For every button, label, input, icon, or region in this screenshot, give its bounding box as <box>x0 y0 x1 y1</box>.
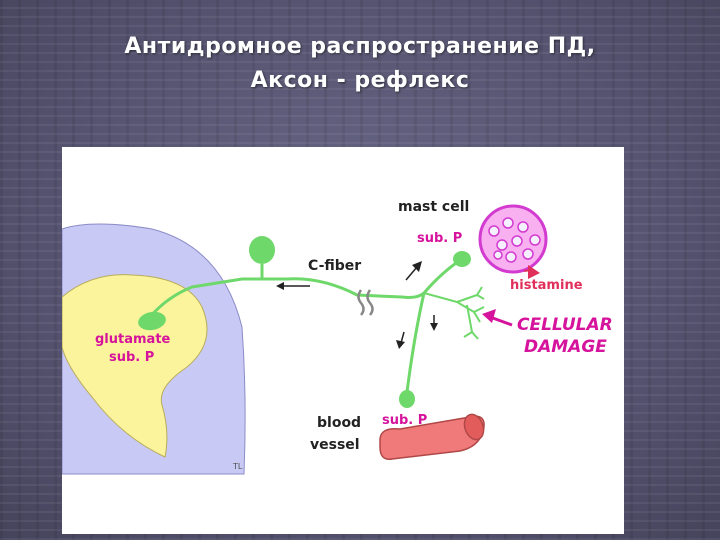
label-glutamate: glutamate <box>95 332 171 347</box>
label-sub-p-vessel: sub. P <box>382 413 427 428</box>
c-fiber-axon <box>148 277 425 318</box>
mast-cell-granules <box>488 217 541 263</box>
vessel-terminal <box>399 390 415 408</box>
label-mast-cell: mast cell <box>398 199 469 215</box>
label-sub-p-mast: sub. P <box>417 231 462 246</box>
histamine-arrow-head <box>528 265 540 279</box>
arrow-vessel <box>400 331 405 344</box>
damage-arrow-head <box>482 309 496 323</box>
slide-title: Антидромное распространение ПД, Аксон - … <box>0 30 720 98</box>
label-cellular: CELLULAR <box>517 315 613 335</box>
label-sub-p-cord: sub. P <box>109 350 154 365</box>
arrow-mast-head <box>412 261 422 272</box>
label-initials: TL <box>232 462 243 471</box>
arrow-mast <box>405 266 418 281</box>
free-nerve-endings <box>423 286 485 340</box>
arrow-axon-head <box>276 282 284 290</box>
arrow-branch-head <box>430 323 438 331</box>
central-terminal <box>138 311 166 331</box>
label-blood: blood <box>317 415 361 431</box>
arrow-vessel-head <box>396 340 405 349</box>
title-line-2: Аксон - рефлекс <box>250 68 470 93</box>
dorsal-horn <box>62 274 208 458</box>
label-c-fiber: C-fiber <box>308 258 361 274</box>
drg-cell-body <box>249 236 275 264</box>
blood-vessel <box>379 413 485 460</box>
label-vessel: vessel <box>310 437 360 453</box>
label-histamine: histamine <box>510 278 583 293</box>
damage-arrow <box>489 315 513 327</box>
title-line-1: Антидромное распространение ПД, <box>124 34 596 59</box>
mast-cell-terminal <box>453 251 471 267</box>
label-damage: DAMAGE <box>524 337 607 357</box>
fiber-break-mark <box>357 289 374 316</box>
axon-reflex-diagram: mast cell sub. P C-fiber histamine CELLU… <box>62 147 624 534</box>
diagram-canvas: mast cell sub. P C-fiber histamine CELLU… <box>62 199 613 475</box>
vessel-branch <box>405 292 426 393</box>
